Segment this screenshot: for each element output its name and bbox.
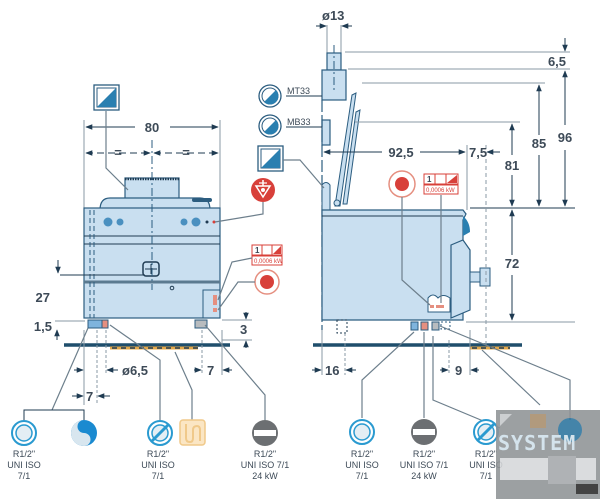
- dim-height-85: 85: [532, 136, 546, 151]
- front-electrical-badge: 1 0,0006 kW: [251, 244, 283, 266]
- dim-drain-diameter: ø6,5: [122, 363, 148, 378]
- dim-foot-1-5: 1,5: [34, 319, 52, 334]
- front-soft-water-icon: [71, 420, 97, 446]
- side-lid-symbol-icon: [257, 145, 284, 172]
- label-mt33: MT33: [287, 86, 310, 96]
- svg-text:R1/2": R1/2": [351, 449, 373, 459]
- svg-text:0,0006 kW: 0,0006 kW: [426, 188, 455, 194]
- front-drain-icon: [147, 420, 173, 446]
- front-gas-inlet-label: R1/2" UNI ISO 7/1 24 kW: [241, 449, 290, 481]
- dim-depth-7-5: 7,5: [469, 145, 487, 160]
- svg-text:1: 1: [427, 175, 432, 184]
- dim-pipe-diameter: ø13: [322, 8, 344, 23]
- side-gas-inlet-icon: [411, 419, 437, 445]
- dim-height-81: 81: [505, 158, 519, 173]
- front-view: 80 = =: [34, 84, 283, 405]
- svg-text:7/1: 7/1: [152, 471, 165, 481]
- svg-text:UNI ISO: UNI ISO: [7, 460, 41, 470]
- dim-equal-left: =: [114, 145, 122, 160]
- svg-text:UNI ISO: UNI ISO: [141, 460, 175, 470]
- svg-text:UNI ISO: UNI ISO: [345, 460, 379, 470]
- dim-height-27: 27: [36, 290, 50, 305]
- svg-text:7/1: 7/1: [480, 471, 493, 481]
- side-water-inlet-icon: [349, 419, 375, 445]
- svg-text:24 kW: 24 kW: [252, 471, 278, 481]
- svg-text:R1/2": R1/2": [147, 449, 169, 459]
- safety-valve-icon: [251, 178, 275, 202]
- dim-width-80: 80: [145, 120, 159, 135]
- svg-text:1: 1: [255, 246, 260, 255]
- front-water-inlet-label: R1/2" UNI ISO 7/1: [7, 449, 41, 481]
- side-water-inlet-label: R1/2" UNI ISO 7/1: [345, 449, 379, 481]
- system-watermark-logo: SYSTEM: [496, 410, 600, 499]
- label-mb33: MB33: [287, 117, 311, 127]
- dim-height-96: 96: [558, 130, 572, 145]
- svg-text:7/1: 7/1: [356, 471, 369, 481]
- side-drain-icon: [473, 419, 499, 445]
- dim-offset-9: 9: [455, 363, 462, 378]
- side-view: ø13: [257, 8, 575, 378]
- svg-text:0,0006 kW: 0,0006 kW: [254, 259, 283, 265]
- dim-height-72: 72: [505, 256, 519, 271]
- side-electric-supply-icon: [388, 170, 416, 198]
- svg-text:7/1: 7/1: [18, 471, 31, 481]
- front-water-inlet-icon: [11, 420, 37, 446]
- front-floor-drain-siphon-icon: [179, 419, 206, 446]
- svg-text:R1/2": R1/2": [475, 449, 497, 459]
- side-drain-label: R1/2" UNI ISO 7/1: [469, 449, 503, 481]
- dim-offset-7-left: 7: [86, 389, 93, 404]
- dim-offset-7-right: 7: [207, 363, 214, 378]
- connection-leaders: [23, 324, 571, 429]
- front-electric-supply-icon: [254, 269, 280, 295]
- front-gas-inlet-icon: [252, 420, 278, 446]
- svg-text:R1/2": R1/2": [13, 449, 35, 459]
- dim-top-6-5: 6,5: [548, 54, 566, 69]
- front-drain-label: R1/2" UNI ISO 7/1: [141, 449, 175, 481]
- thermometer-mb33-icon: [258, 114, 282, 138]
- dim-offset-16: 16: [325, 363, 339, 378]
- svg-text:UNI ISO 7/1: UNI ISO 7/1: [241, 460, 290, 470]
- thermometer-mt33-icon: [258, 84, 282, 108]
- dim-foot-3: 3: [240, 322, 247, 337]
- dim-equal-right: =: [182, 145, 190, 160]
- svg-text:24 kW: 24 kW: [411, 471, 437, 481]
- side-gas-inlet-label: R1/2" UNI ISO 7/1 24 kW: [400, 449, 449, 481]
- lid-symbol-icon: [93, 84, 120, 111]
- svg-text:UNI ISO 7/1: UNI ISO 7/1: [400, 460, 449, 470]
- svg-text:R1/2": R1/2": [254, 449, 276, 459]
- svg-text:R1/2": R1/2": [413, 449, 435, 459]
- side-electrical-badge: 1 0,0006 kW: [423, 173, 459, 195]
- dim-depth-92-5: 92,5: [388, 145, 413, 160]
- svg-text:UNI ISO: UNI ISO: [469, 460, 503, 470]
- svg-text:SYSTEM: SYSTEM: [498, 431, 576, 455]
